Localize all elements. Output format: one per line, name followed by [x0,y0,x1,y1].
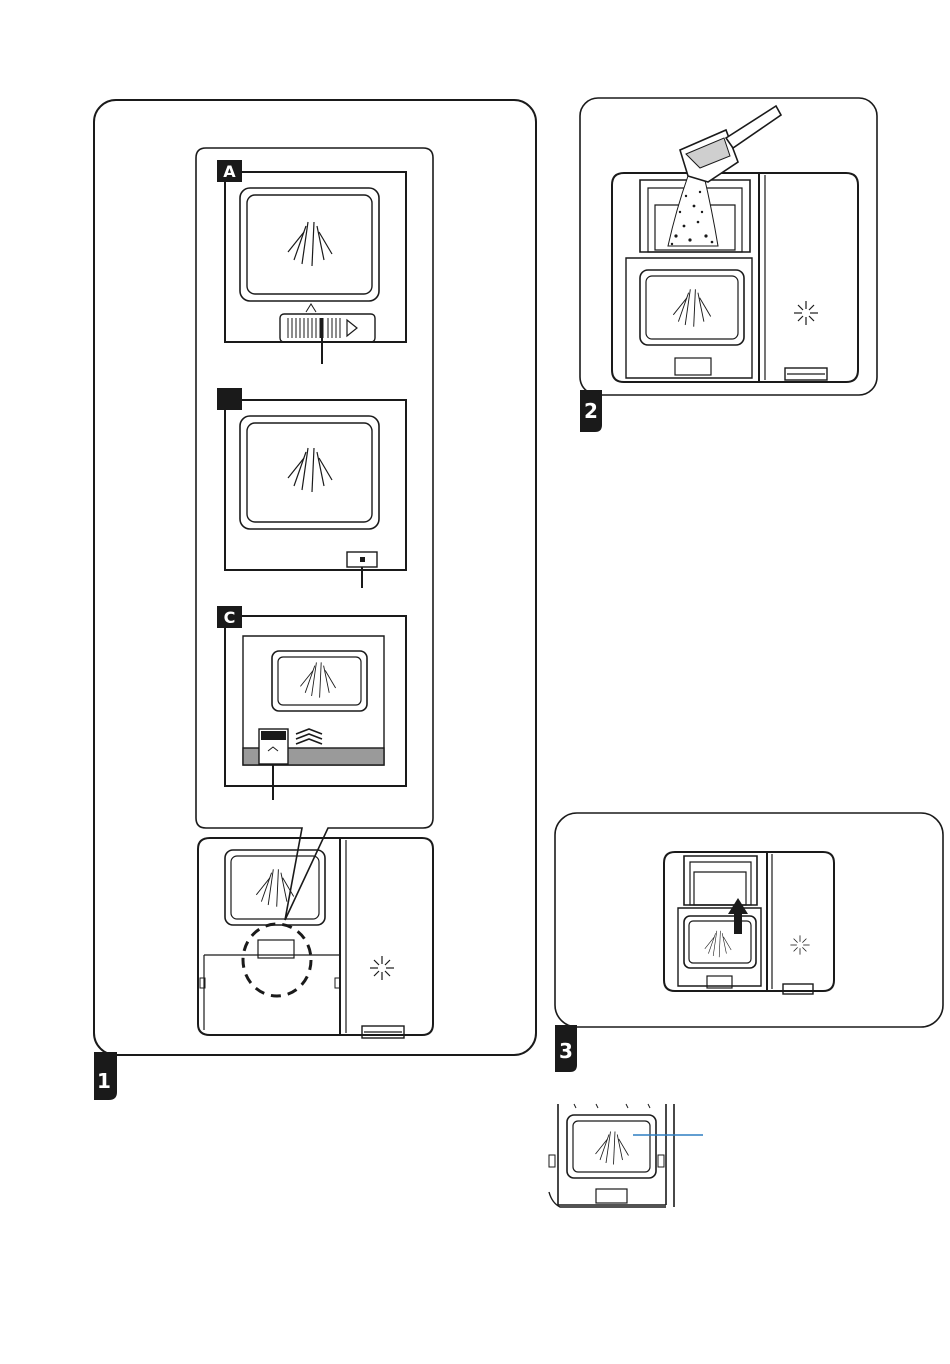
detergent-dispenser-icon [596,1132,629,1165]
figure-2-number: 2 [584,399,598,423]
panel-a-label: A [223,162,236,181]
dispenser-unit [198,838,433,1038]
detergent-dispenser-icon [288,222,332,266]
detergent-dispenser-icon [300,662,335,697]
callout-bubble [196,148,433,920]
panel-b-label-box [217,388,242,410]
panel-c: C [217,606,406,800]
figure-1: A [94,100,536,1100]
scoop-icon [680,106,781,182]
highlight-circle [243,924,311,996]
panel-c-label: C [224,608,236,627]
figure-3-frame [555,813,943,1027]
figure-1-number: 1 [97,1069,111,1093]
panel-a: A [217,160,406,364]
figure-2: 2 [580,98,877,432]
panel-b [217,388,406,588]
figure-1-frame [94,100,536,1055]
sparkle-icon [794,301,818,325]
detergent-dispenser-icon [288,448,332,492]
figure-3-number: 3 [559,1039,573,1063]
detergent-dispenser-icon [705,931,731,957]
figure-3: 3 [555,813,943,1072]
detail-view [549,1104,703,1207]
sparkle-icon [790,935,809,954]
detergent-dispenser-icon [673,289,710,326]
sparkle-icon [370,956,394,980]
